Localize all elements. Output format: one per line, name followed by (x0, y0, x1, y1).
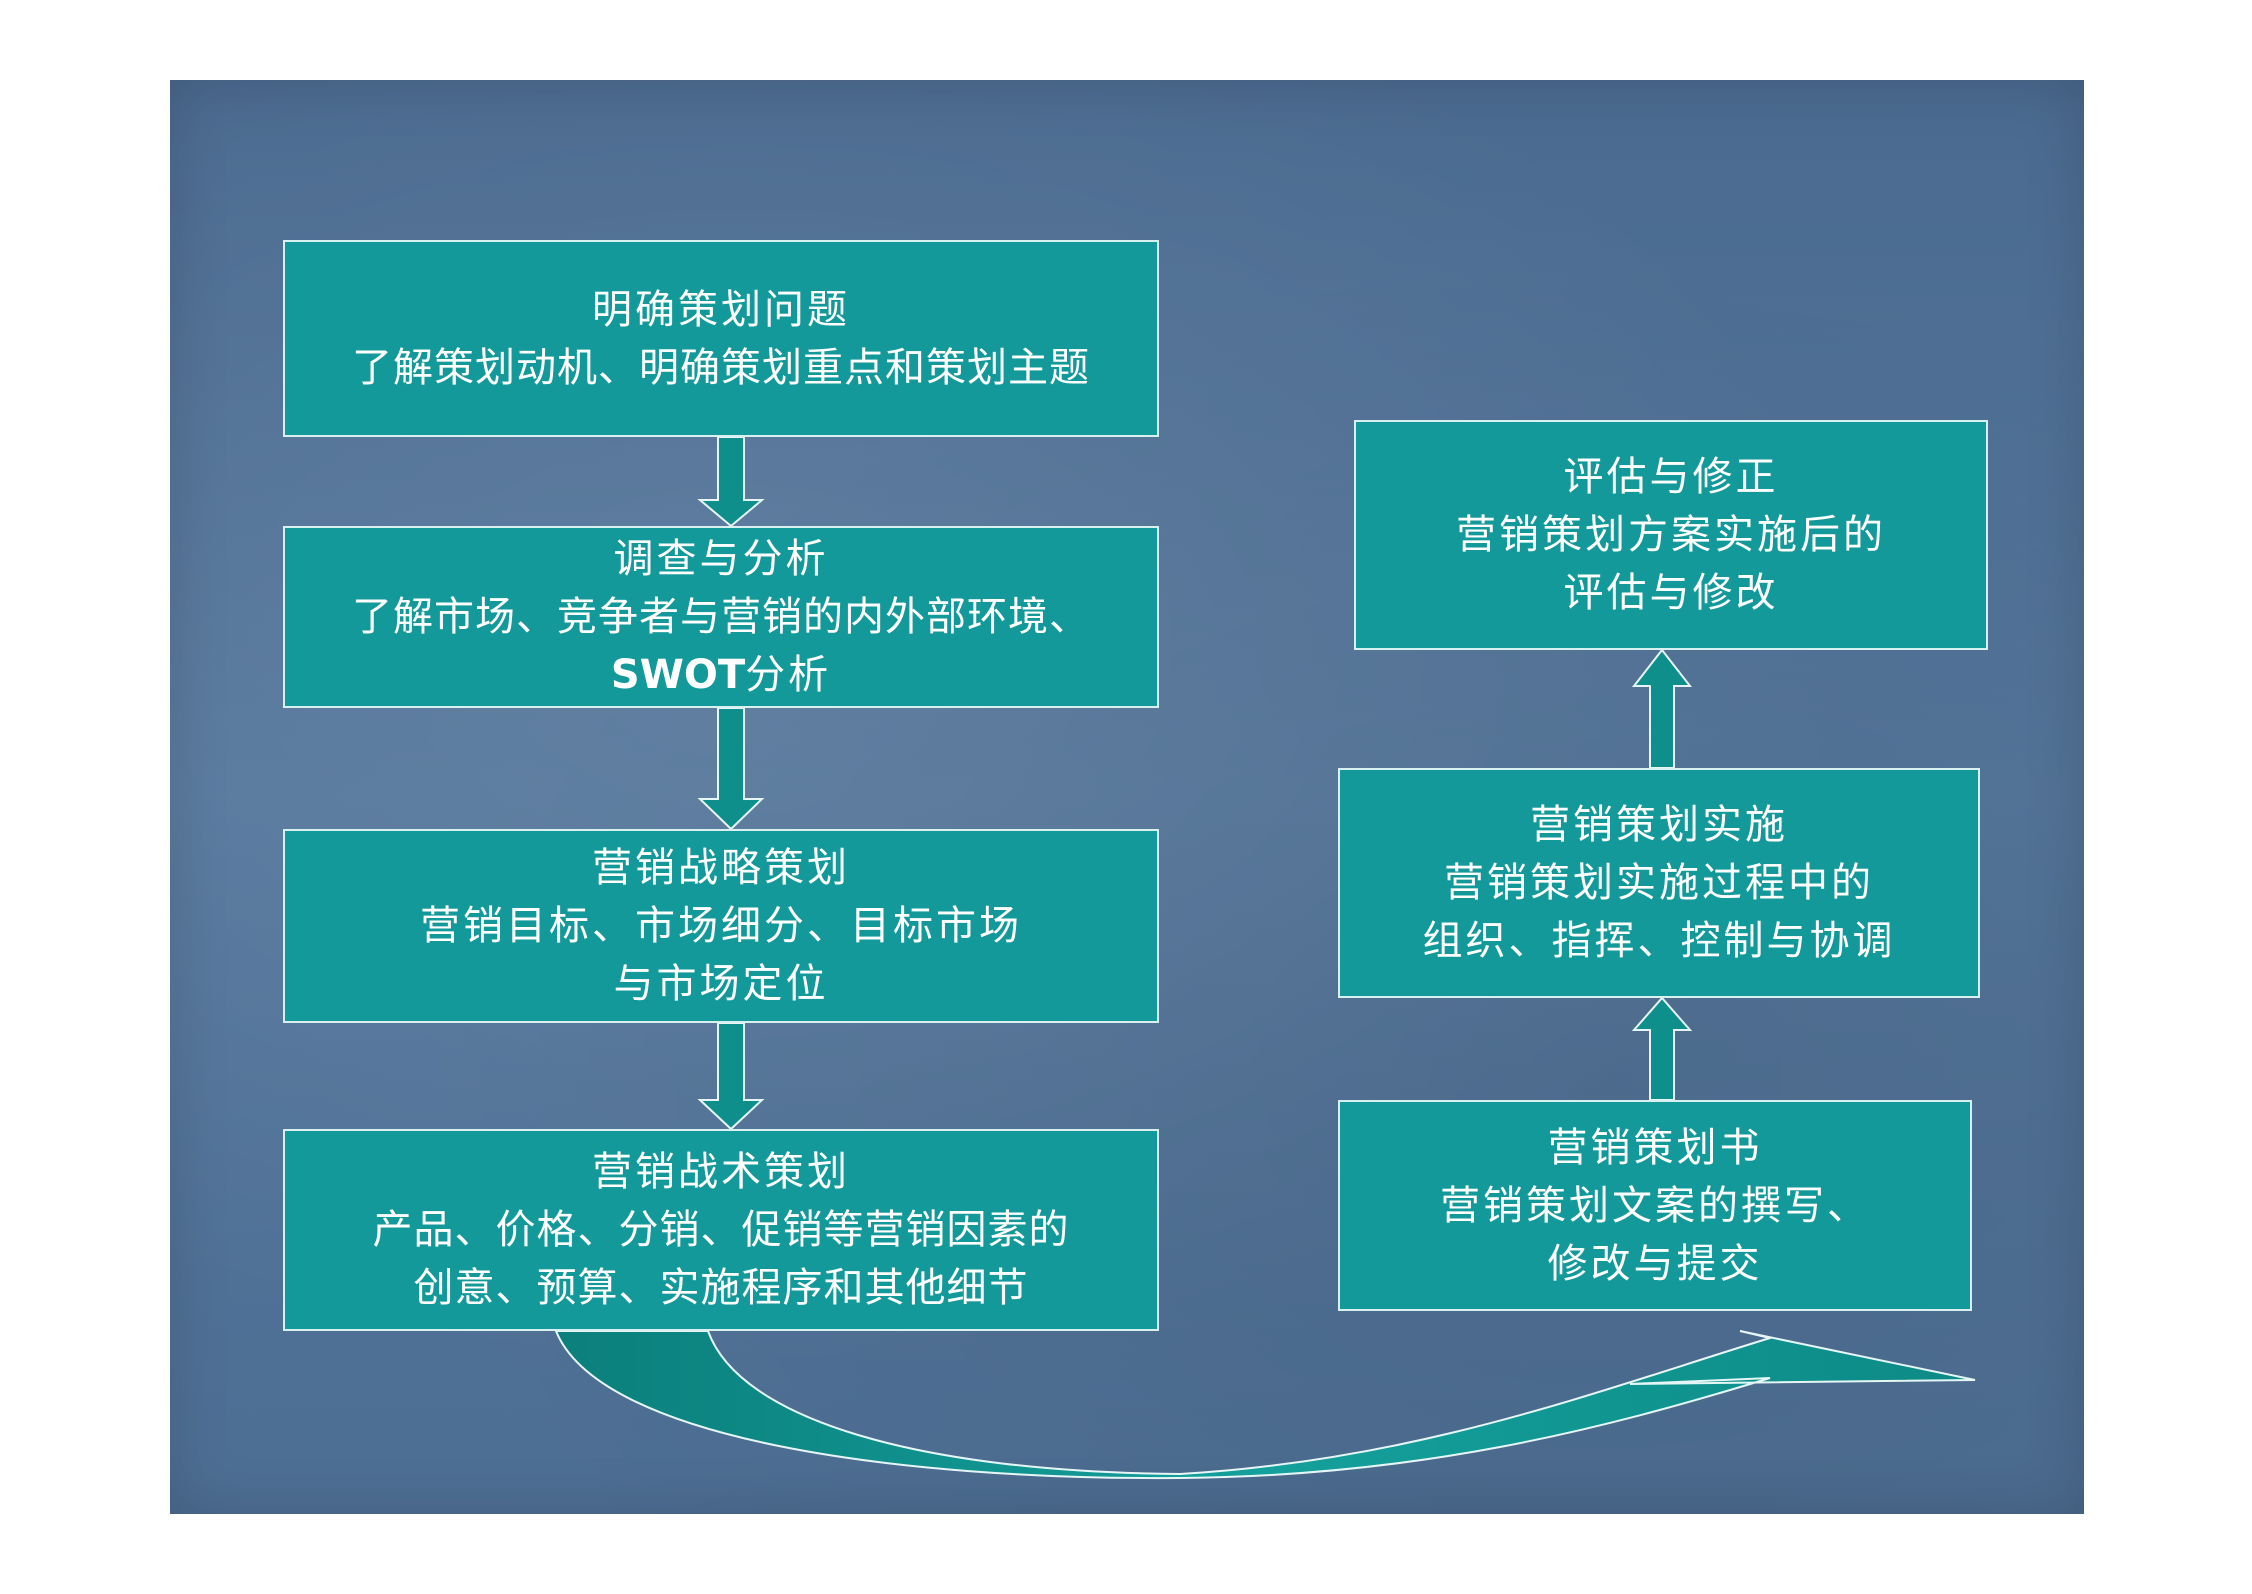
step-strategy-title: 营销战略策划 (592, 845, 850, 891)
step-implementation-box: 营销策划实施 营销策划实施过程中的 组织、指挥、控制与协调 (1338, 768, 1980, 998)
step-evaluation-box: 评估与修正 营销策划方案实施后的 评估与修改 (1354, 420, 1988, 650)
step-tactics-desc-1: 产品、价格、分销、促销等营销因素的 (372, 1207, 1070, 1253)
down-arrow-1 (697, 436, 765, 528)
step-evaluation-title: 评估与修正 (1563, 454, 1779, 500)
down-arrow-3 (697, 1022, 765, 1131)
step-implementation-desc-1: 营销策划实施过程中的 (1444, 860, 1874, 906)
step-problem-desc: 了解策划动机、明确策划重点和策划主题 (352, 344, 1090, 391)
step-tactics-desc-2: 创意、预算、实施程序和其他细节 (413, 1265, 1029, 1311)
step-tactics-title: 营销战术策划 (592, 1149, 850, 1195)
step-planbook-box: 营销策划书 营销策划文案的撰写、 修改与提交 (1338, 1100, 1972, 1311)
step-planbook-title: 营销策划书 (1547, 1124, 1763, 1171)
step-planbook-desc-2: 修改与提交 (1547, 1240, 1763, 1287)
step-implementation-title: 营销策划实施 (1530, 802, 1788, 848)
step-research-swot-line: SWOT分析 (611, 646, 831, 704)
step-strategy-box: 营销战略策划 营销目标、市场细分、目标市场 与市场定位 (283, 829, 1159, 1023)
step-evaluation-desc-1: 营销策划方案实施后的 (1456, 512, 1886, 558)
step-research-box: 调查与分析 了解市场、竞争者与营销的内外部环境、 SWOT分析 (283, 526, 1159, 708)
step-research-desc: 了解市场、竞争者与营销的内外部环境、 (352, 594, 1090, 640)
down-arrow-2 (697, 707, 765, 831)
step-tactics-box: 营销战术策划 产品、价格、分销、促销等营销因素的 创意、预算、实施程序和其他细节 (283, 1129, 1159, 1331)
step-problem-box: 明确策划问题 了解策划动机、明确策划重点和策划主题 (283, 240, 1159, 437)
step-planbook-desc-1: 营销策划文案的撰写、 (1440, 1182, 1870, 1229)
up-arrow-1 (1631, 996, 1693, 1101)
step-research-title: 调查与分析 (613, 536, 829, 582)
step-problem-title: 明确策划问题 (592, 286, 850, 333)
step-strategy-desc-1: 营销目标、市场细分、目标市场 (420, 903, 1022, 949)
step-evaluation-desc-2: 评估与修改 (1563, 570, 1779, 616)
curved-arrow (554, 1330, 1976, 1480)
step-implementation-desc-2: 组织、指挥、控制与协调 (1422, 918, 1896, 964)
swot-label: SWOT (610, 652, 746, 698)
swot-suffix: 分析 (745, 652, 832, 698)
step-strategy-desc-2: 与市场定位 (613, 961, 829, 1007)
up-arrow-2 (1631, 648, 1693, 769)
